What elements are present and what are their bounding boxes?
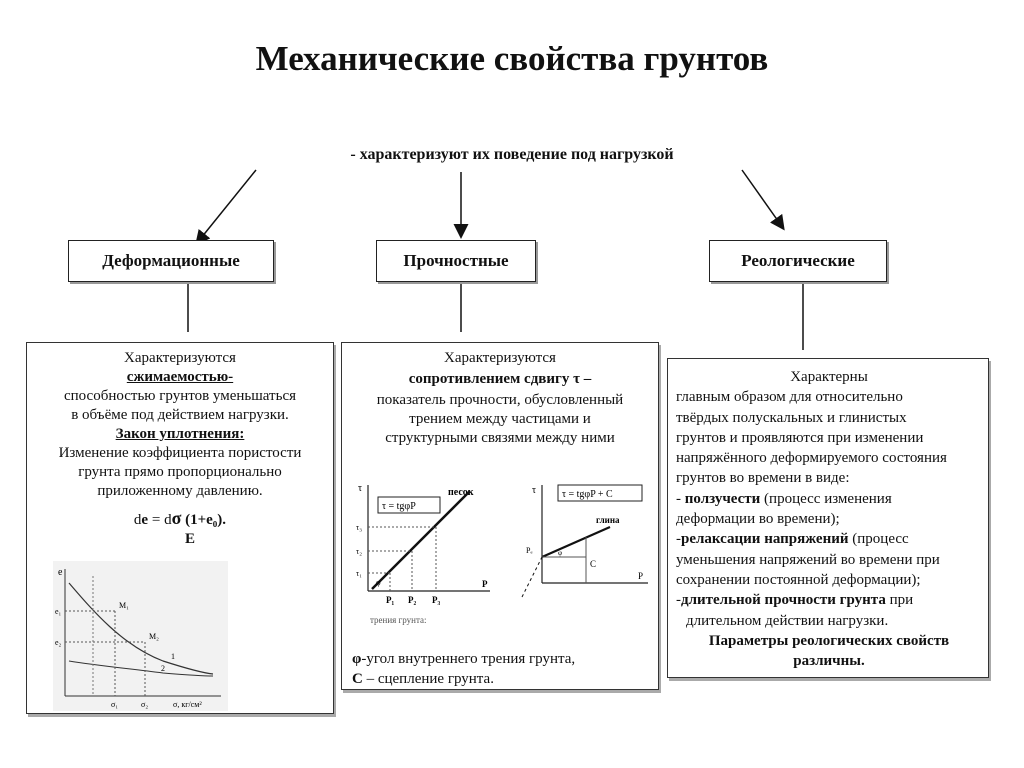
svg-text:σ, кг/см²: σ, кг/см² [173, 700, 202, 709]
strength-legend: φ-угол внутреннего трения грунта, С – сц… [352, 649, 575, 689]
svg-text:1: 1 [171, 652, 175, 661]
svg-text:σ₁: σ₁ [111, 700, 118, 709]
rh-intro6: грунтов во времени в виде: [676, 470, 850, 487]
c-definition: С – сцепление грунта. [352, 671, 494, 687]
long-strength-line2: длительном действии нагрузки. [686, 612, 889, 629]
svg-text:C: C [590, 559, 596, 569]
arrow-to-deformation [195, 169, 257, 246]
deformation-label: Деформационные [102, 251, 240, 270]
title-text: Механические свойства грунтов [255, 39, 769, 78]
rh-intro5: напряжённого деформируемого состояния [676, 450, 947, 467]
rh-intro2: главным образом для относительно [676, 389, 903, 406]
phi-definition: φ-угол внутреннего трения грунта, [352, 651, 576, 667]
str-line4: трением между частицами и [409, 411, 591, 427]
rh-intro4: грунтов и проявляются при изменении [676, 429, 924, 446]
rheology-conclusion-2: различны. [793, 653, 865, 670]
svg-text:σ₂: σ₂ [141, 700, 148, 709]
def-line4: в объёме под действием нагрузки. [71, 407, 289, 423]
svg-text:φ: φ [376, 578, 381, 587]
svg-text:песок: песок [448, 487, 474, 498]
svg-text:τ = tgφP: τ = tgφP [382, 501, 416, 512]
law-line3: приложенному давлению. [97, 483, 263, 499]
rheology-conclusion-1: Параметры реологических свойств [708, 632, 950, 649]
compaction-formula: de = dσ (1+e₀). [133, 508, 227, 529]
law-line2: грунта прямо пропорционально [78, 464, 282, 480]
strength-panel: Характеризуются сопротивлением сдвигу τ … [341, 342, 659, 690]
sand-shear-graph: τ τ = tgφP песок τ₃ τ₂ τ₁ φ P₁ P₂ P₃ P т… [356, 483, 490, 625]
strength-description: Характеризуются сопротивлением сдвигу τ … [342, 349, 658, 448]
svg-text:τ: τ [532, 485, 536, 496]
creep-line2: деформации во времени); [676, 511, 840, 528]
creep-item: - ползучести (процесс изменения [676, 490, 892, 507]
str-line3: показатель прочности, обусловленный [376, 392, 624, 408]
caption-fragment: трения грунта: [370, 615, 427, 625]
page-title: Механические свойства грунтов [0, 38, 1024, 80]
rh-intro1: Характерны [790, 369, 868, 385]
formula-denominator: E [184, 531, 195, 547]
deformation-description: Характеризуются сжимаемостью- способност… [27, 349, 333, 549]
strength-box: Прочностные [376, 240, 536, 282]
svg-text:τ: τ [358, 483, 362, 494]
def-line3: способностью грунтов уменьшаться [63, 388, 297, 404]
svg-text:τ₃: τ₃ [356, 523, 362, 532]
deformation-panel: Характеризуются сжимаемостью- способност… [26, 342, 334, 714]
rh-intro3: твёрдых полускальных и глинистых [676, 409, 907, 426]
relax-item: -релаксации напряжений (процесс [676, 531, 909, 548]
rheology-box: Реологические [709, 240, 887, 282]
svg-text:2: 2 [161, 664, 165, 673]
svg-text:τ₁: τ₁ [356, 569, 362, 578]
svg-text:e₂: e₂ [55, 638, 62, 647]
svg-text:M₁: M₁ [119, 601, 129, 610]
relax-line3: сохранении постоянной деформации); [676, 571, 921, 588]
svg-text:P: P [638, 571, 643, 581]
svg-text:P₂: P₂ [408, 595, 416, 605]
deformation-box: Деформационные [68, 240, 274, 282]
law-line1: Изменение коэффициента пористости [58, 445, 302, 461]
svg-text:e₁: e₁ [55, 607, 62, 616]
rheology-description: Характерны главным образом для относител… [668, 359, 988, 671]
compression-curve-graph: e e₁ e₂ σ₁ σ₂ σ, кг/см² M₁ M₂ 1 2 [53, 561, 228, 711]
long-strength-item: -длительной прочности грунта при [676, 592, 914, 609]
def-line1: Характеризуются [124, 350, 236, 366]
svg-text:P₃: P₃ [432, 595, 440, 605]
rheology-label: Реологические [741, 251, 855, 270]
svg-text:P: P [482, 579, 488, 589]
svg-text:P₁: P₁ [386, 595, 394, 605]
str-line1: Характеризуются [444, 350, 556, 366]
str-line2: сопротивлением сдвигу τ – [408, 371, 592, 387]
clay-shear-graph: τ τ = tgφP + C глина Pₑ C φ P [521, 484, 648, 598]
svg-text:Pₑ: Pₑ [526, 546, 533, 555]
arrow-to-rheology [741, 169, 785, 231]
strength-label: Прочностные [403, 251, 509, 270]
subtitle: - характеризуют их поведение под нагрузк… [350, 146, 674, 163]
svg-text:глина: глина [596, 515, 620, 525]
rheology-panel: Характерны главным образом для относител… [667, 358, 989, 678]
def-line2: сжимаемостью- [126, 369, 234, 385]
law-title: Закон уплотнения: [115, 426, 245, 442]
svg-text:τ = tgφP + C: τ = tgφP + C [562, 489, 613, 500]
compression-y-axis: e [58, 567, 63, 578]
relax-line2: уменьшения напряжений во времени при [676, 551, 940, 568]
svg-text:M₂: M₂ [149, 632, 159, 641]
svg-text:φ: φ [558, 549, 562, 557]
svg-text:τ₂: τ₂ [356, 547, 362, 556]
str-line5: структурными связями между ними [385, 430, 615, 446]
